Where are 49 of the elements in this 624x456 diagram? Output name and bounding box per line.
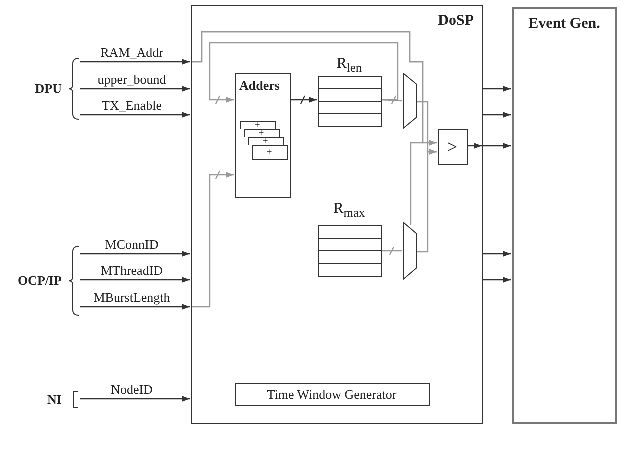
group-label: NI (48, 392, 62, 406)
connector-arrow (80, 304, 190, 310)
connector-arrow (80, 277, 190, 283)
register-label: R$_{max}$ (332, 200, 366, 222)
group-label: OCP/IP (18, 273, 62, 288)
connector-arrow (381, 246, 403, 256)
adder-unit (240, 120, 276, 128)
mux-symbol (402, 72, 416, 128)
edge-label: TX_Enable (100, 99, 164, 112)
edge-label: RAM_Addr (98, 46, 166, 59)
connector-arrow (483, 277, 511, 283)
edge-label: MBurstLength (92, 291, 172, 304)
register-label: R$_{len}$ (336, 56, 364, 76)
mux-symbol (402, 222, 416, 280)
connector-arrow (483, 143, 511, 149)
block-title: Event Gen. (528, 17, 602, 32)
plus-sign: + (266, 148, 274, 156)
adder-block (234, 72, 290, 198)
plus-sign: + (254, 122, 262, 128)
block-label: Time Window Generator (266, 386, 398, 402)
connector-arrow (483, 86, 511, 92)
connector-arrow (381, 95, 403, 105)
edge-label: MThreadID (98, 264, 166, 277)
edge-label: MConnID (103, 238, 161, 251)
block-title: DoSP (438, 14, 474, 29)
connector-arrow (290, 95, 318, 105)
module-block (191, 5, 483, 424)
plus-sign: + (262, 138, 270, 144)
connector-arrow (483, 112, 511, 118)
generator-box (234, 382, 430, 406)
connector-arrow (417, 149, 437, 253)
connector-arrow (80, 86, 190, 92)
group-label: DPU (35, 81, 62, 96)
connector-arrow (468, 143, 482, 149)
block-title: Adders (240, 78, 280, 92)
connector-arrow (80, 251, 190, 257)
edge-label: upper_bound (96, 73, 168, 86)
comparator-sign: > (446, 138, 459, 156)
connector-arrow (483, 251, 511, 257)
connector-arrow (80, 396, 190, 402)
connector-arrow (80, 59, 190, 65)
plus-sign: + (258, 130, 266, 136)
comparator-box (438, 128, 468, 164)
connector-arrow (191, 170, 235, 308)
edge-label: NodeID (109, 383, 155, 396)
module-block (512, 7, 617, 424)
connector-arrow (80, 112, 190, 118)
adder-unit (252, 144, 288, 160)
connector-arrow (209, 42, 399, 105)
